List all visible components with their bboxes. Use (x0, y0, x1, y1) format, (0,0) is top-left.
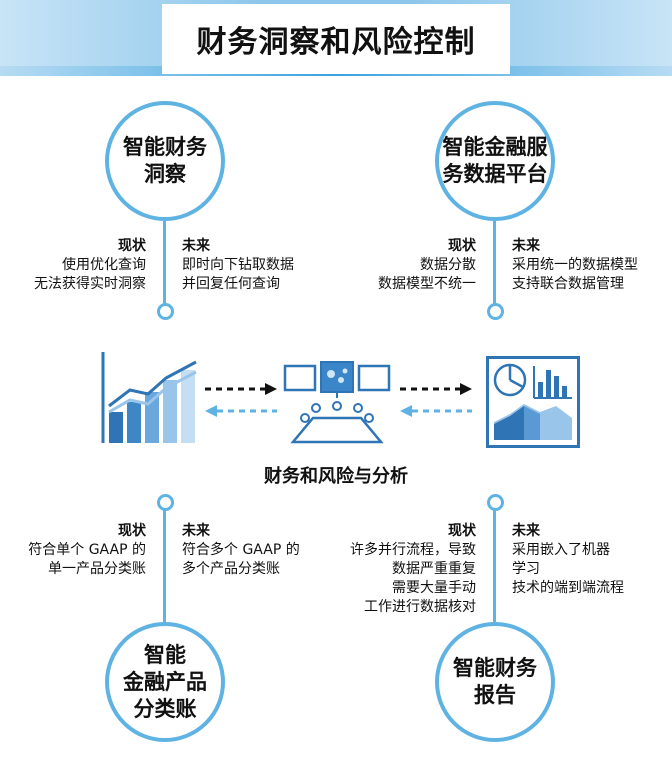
connector-line (163, 508, 166, 622)
circle-smart-financial-reporting: 智能财务 报告 (435, 622, 555, 742)
dashboard-icon (486, 356, 580, 448)
page-title: 财务洞察和风险控制 (162, 4, 510, 74)
circle-line: 智能金融服 (442, 135, 548, 159)
arrow-left-icon (400, 405, 472, 417)
circle-smart-financial-insight: 智能财务 洞察 (105, 101, 225, 221)
arrow-right-icon (205, 383, 277, 395)
circle-line: 报告 (474, 683, 516, 707)
connector-line (493, 221, 496, 306)
arrow-left-icon (205, 405, 277, 417)
circle-line: 分类账 (133, 696, 197, 721)
connector-line (493, 508, 496, 622)
future-state-text: 未来 采用统一的数据模型 支持联合数据管理 (512, 238, 638, 292)
circle-line: 洞察 (144, 162, 186, 186)
future-state-text: 未来 即时向下钻取数据 并回复任何查询 (182, 238, 294, 292)
arrow-right-icon (400, 383, 472, 395)
circle-line: 智能 (144, 642, 186, 667)
meeting-screens-icon (283, 361, 391, 444)
connector-dot (157, 303, 174, 320)
circle-smart-financial-product-ledger: 智能 金融产品 分类账 (105, 622, 225, 742)
center-label: 财务和风险与分析 (264, 466, 408, 487)
current-state-text: 现状 使用优化查询 无法获得实时洞察 (34, 238, 146, 292)
circle-smart-financial-data-platform: 智能金融服 务数据平台 (435, 101, 555, 221)
current-state-text: 现状 数据分散 数据模型不统一 (378, 238, 476, 292)
circle-line: 务数据平台 (442, 162, 548, 186)
connector-line (163, 221, 166, 306)
circle-line: 智能财务 (123, 135, 207, 159)
bar-chart-icon (101, 352, 197, 443)
current-state-text: 现状 许多并行流程，导致 数据严重重复 需要大量手动 工作进行数据核对 (350, 523, 476, 615)
circle-line: 金融产品 (123, 669, 207, 694)
circle-line: 智能财务 (453, 656, 537, 680)
current-state-text: 现状 符合单个 GAAP 的 单一产品分类账 (28, 523, 146, 577)
future-state-text: 未来 采用嵌入了机器 学习 技术的端到端流程 (512, 523, 624, 596)
connector-dot (487, 303, 504, 320)
future-state-text: 未来 符合多个 GAAP 的 多个产品分类账 (182, 523, 300, 577)
